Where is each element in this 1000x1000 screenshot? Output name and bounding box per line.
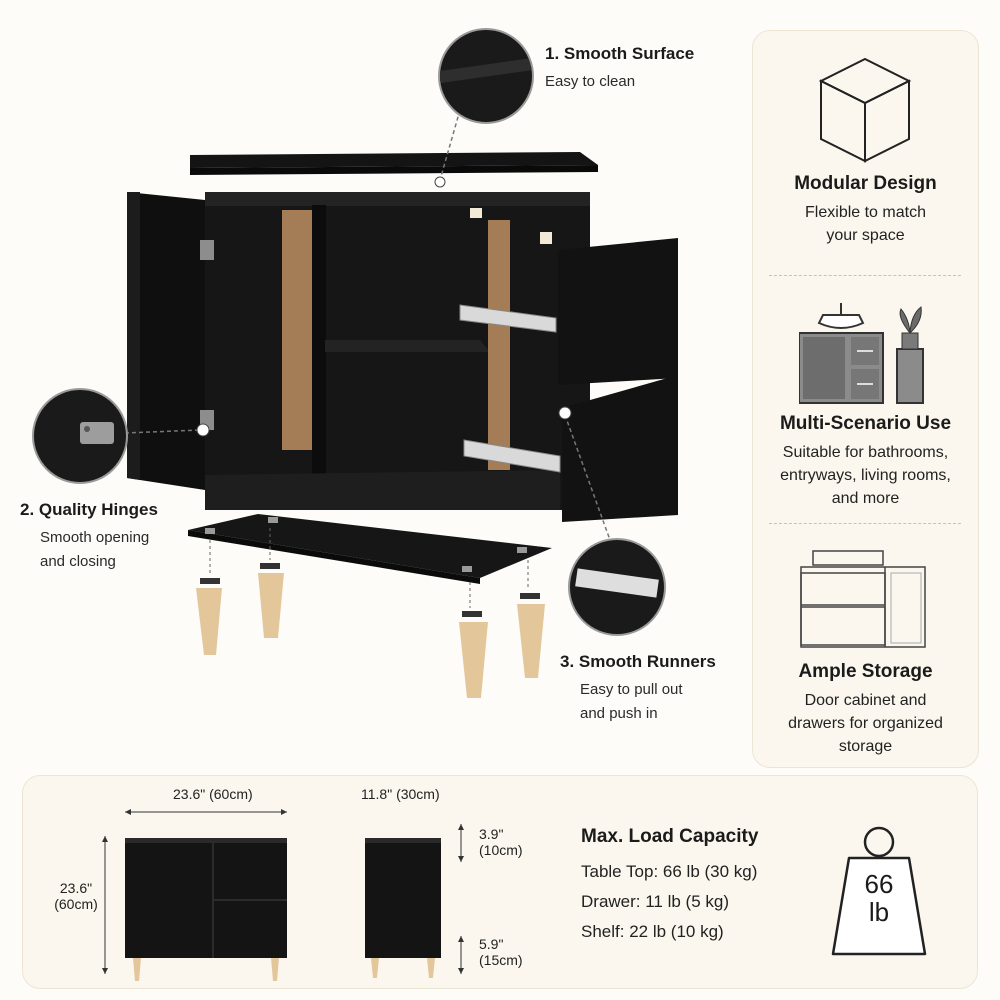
sidebar-item-title: Ample Storage: [798, 661, 933, 682]
wooden-legs: [196, 528, 545, 698]
dimensions-panel: 23.6" (60cm) 23.6" (60cm) 11.8" (30cm) 3…: [22, 775, 978, 989]
feature-surface: 1. Smooth Surface Easy to clean: [545, 44, 694, 94]
drawer-front-top: [558, 238, 678, 385]
leg-height-metric: (15cm): [479, 952, 523, 968]
top-board: [190, 152, 598, 168]
cube-icon: [818, 57, 912, 163]
load-row: Table Top: 66 lb (30 kg): [581, 862, 758, 881]
sidebar-item-line: your space: [826, 227, 905, 244]
side-view-drawing: [365, 824, 464, 978]
feature-title: 2. Quality Hinges: [20, 500, 158, 519]
back-board: [282, 210, 312, 450]
sidebar-item-storage: Ample Storage Door cabinet and drawers f…: [753, 661, 978, 758]
sidebar-item-modular: Modular Design Flexible to match your sp…: [753, 173, 978, 247]
cabinet-exploded-illustration: [124, 109, 678, 698]
sidebar-item-line: Suitable for bathrooms,: [782, 444, 949, 461]
load-row: Shelf: 22 lb (10 kg): [581, 922, 724, 941]
feature-title: 3. Smooth Runners: [560, 652, 716, 671]
drawer-runner-bottom: [463, 439, 561, 473]
surface-detail-circle: [438, 28, 534, 124]
sidebar-item-line: drawers for organized: [788, 715, 943, 732]
divider: [769, 523, 961, 524]
shelf: [325, 340, 490, 352]
sidebar-item-line: and more: [831, 490, 900, 507]
drawer-height-metric: (10cm): [479, 842, 523, 858]
sidebar-item-title: Multi-Scenario Use: [779, 413, 952, 434]
hinge-detail-circle: [32, 388, 128, 484]
drawer-height-value: 3.9": [479, 826, 504, 842]
leg-height-label: 5.9" (15cm): [479, 936, 523, 968]
feature-desc: and push in: [580, 705, 658, 722]
weight-unit: lb: [868, 897, 890, 927]
load-capacity: Max. Load Capacity Table Top: 66 lb (30 …: [581, 826, 758, 942]
feature-desc: and closing: [40, 553, 116, 570]
feature-runners: 3. Smooth Runners Easy to pull out and p…: [560, 652, 716, 726]
divider: [769, 275, 961, 276]
height-value: 23.6": [59, 880, 93, 896]
feature-hinges: 2. Quality Hinges Smooth opening and clo…: [20, 500, 158, 574]
sidebar-item-line: entryways, living rooms,: [780, 467, 951, 484]
feature-desc: Easy to clean: [545, 73, 636, 90]
load-title: Max. Load Capacity: [581, 826, 759, 847]
base-board: [188, 514, 552, 578]
sidebar-item-line: Door cabinet and: [804, 692, 927, 709]
load-row: Drawer: 11 lb (5 kg): [581, 892, 730, 911]
sidebar-item-line: Flexible to match: [805, 204, 926, 221]
sidebar-item-title: Modular Design: [794, 173, 937, 194]
feature-desc: Smooth opening: [40, 529, 150, 546]
front-view-drawing: [102, 809, 287, 981]
height-label: 23.6" (60cm): [51, 880, 101, 912]
cabinet-outline-icon: [800, 550, 926, 648]
bathroom-scene-icon: [799, 303, 924, 404]
feature-title: 1. Smooth Surface: [545, 44, 695, 63]
drawer-height-label: 3.9" (10cm): [479, 826, 523, 858]
height-metric: (60cm): [54, 896, 98, 912]
sidebar-item-scenario: Multi-Scenario Use Suitable for bathroom…: [753, 413, 978, 510]
drawer-front-bottom: [562, 375, 678, 522]
feature-desc: Easy to pull out: [580, 681, 683, 698]
feature-sidebar: Modular Design Flexible to match your sp…: [752, 30, 979, 768]
weight-number: 66: [864, 869, 894, 899]
width-label: 23.6" (60cm): [173, 786, 253, 802]
runner-detail-circle: [568, 538, 666, 636]
weight-icon: [831, 826, 927, 956]
left-door: [127, 192, 205, 490]
drawer-runner-top: [459, 304, 557, 333]
weight-label: 66 lb: [829, 870, 929, 926]
sidebar-item-line: storage: [838, 738, 893, 755]
leg-height-value: 5.9": [479, 936, 504, 952]
depth-label: 11.8" (30cm): [361, 786, 440, 802]
